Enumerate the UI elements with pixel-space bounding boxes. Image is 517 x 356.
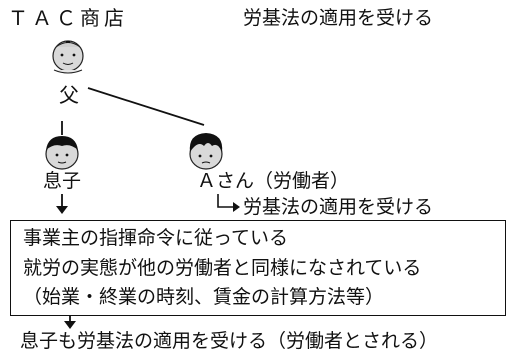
- son-figure: [45, 136, 79, 170]
- condition-line-2: 就労の実態が他の労働者と同様になされている: [23, 257, 422, 279]
- son-down-arrow: [56, 194, 68, 214]
- condition-line-1: 事業主の指揮命令に従っている: [23, 227, 289, 249]
- worker-label: Ａさん（労働者）: [197, 170, 350, 192]
- conclusion-down-arrow: [64, 316, 76, 329]
- father-worker-line: [87, 87, 205, 126]
- shop-name: ＴＡＣ商店: [8, 6, 128, 30]
- son-label: 息子: [43, 170, 82, 192]
- father-figure: [52, 40, 84, 74]
- worker-elbow-arrow: [217, 194, 240, 212]
- worker-status: 労基法の適用を受ける: [243, 196, 434, 218]
- worker-figure: [189, 133, 223, 170]
- condition-line-3: （始業・終業の時刻、賃金の計算方法等）: [23, 286, 385, 308]
- father-label: 父: [58, 83, 80, 107]
- conclusion-text: 息子も労基法の適用を受ける（労働者とされる）: [20, 330, 439, 352]
- shop-status: 労基法の適用を受ける: [243, 7, 434, 29]
- conditions-box: 事業主の指揮命令に従っている 就労の実態が他の労働者と同様になされている （始業…: [10, 220, 506, 316]
